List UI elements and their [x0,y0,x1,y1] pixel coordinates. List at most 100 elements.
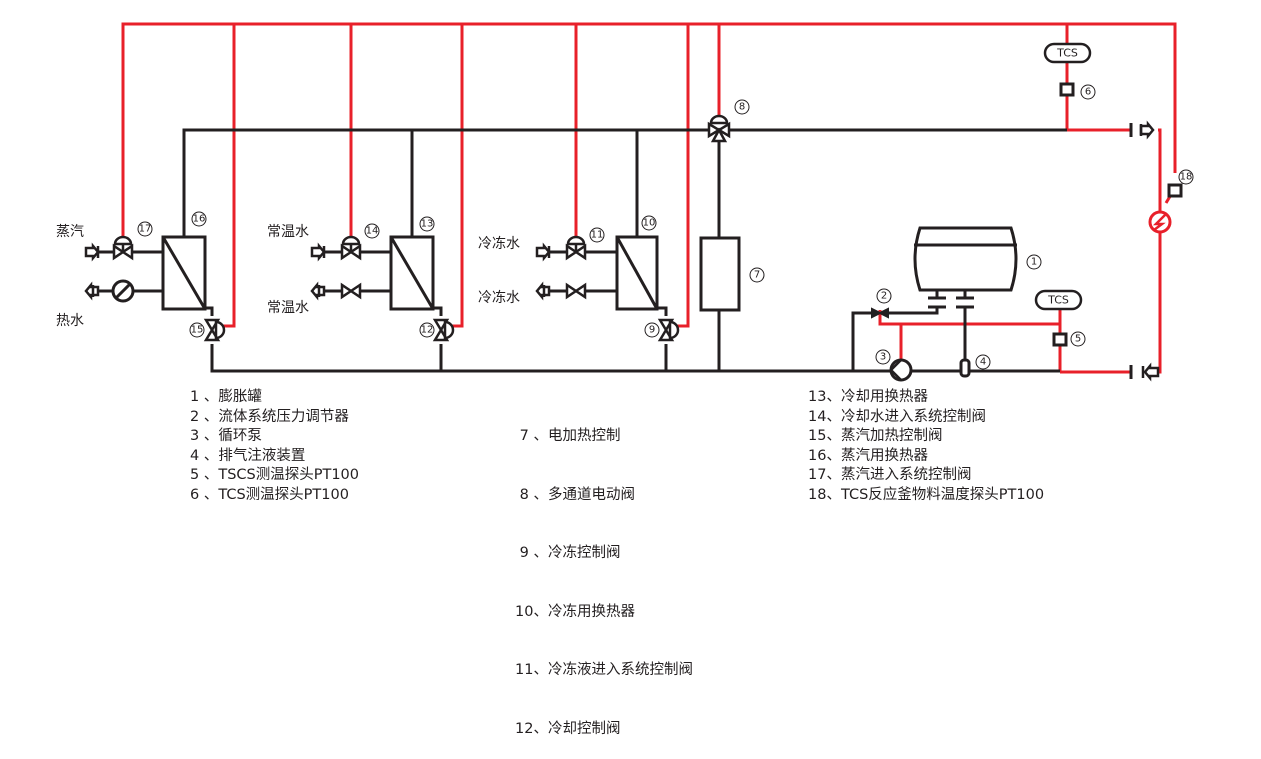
temp-probe-6 [1059,82,1075,97]
svg-text:12: 12 [421,325,434,336]
control-valve-14 [340,235,362,260]
return-header [210,344,1060,373]
svg-text:6: 6 [1085,87,1091,98]
legend-item: 16、蒸汽用换热器 [808,447,928,464]
process-diagram: TCS TCS 蒸汽 热水 常温水 常温水 冷冻水 冷冻水 1 2 3 4 5 … [56,22,1194,382]
callout-11: 11 [589,227,605,243]
normal-water-inlet-icon [310,244,326,260]
svg-text:1: 1 [1031,257,1037,268]
supply-header [182,128,1067,237]
legend-item: 1 、膨胀罐 [190,389,262,405]
circulation-pump-3 [889,358,913,382]
chilled-water-inlet-icon [535,244,551,260]
normal-water-outlet-icon [310,283,326,299]
signal-line-9 [675,24,690,328]
svg-text:3: 3 [880,352,886,363]
sensor-18-element [1148,210,1172,234]
legend-item: 2 、流体系统压力调节器 [190,408,349,425]
legend-item: 17、蒸汽进入系统控制阀 [808,467,972,483]
heat-exchanger-13 [389,235,435,311]
chilled-water-outlet-icon [535,283,551,299]
label-normal-water-in: 常温水 [267,224,309,240]
legend-item: 8 、多通道电动阀 [515,486,635,503]
svg-text:15: 15 [191,325,204,336]
vent-fill-device-4 [959,358,971,378]
legend-item: 5 、TSCS测温探头PT100 [190,467,360,483]
legend-item: 15、蒸汽加热控制阀 [808,428,943,444]
callout-8: 8 [734,99,750,115]
temp-probe-18 [1167,183,1183,198]
svg-text:9: 9 [649,325,655,336]
legend-item: 12、冷却控制阀 [515,720,621,737]
signal-lines [121,22,1177,374]
legend-item: 10、冷冻用换热器 [515,603,635,620]
steam-inlet-icon [84,244,100,260]
callouts: 1 2 3 4 5 6 7 8 9 10 11 12 13 14 15 16 1… [137,84,1194,370]
svg-text:10: 10 [643,218,656,229]
callout-13: 13 [419,216,435,232]
callout-5: 5 [1070,331,1086,347]
electric-heater-7 [699,236,741,312]
svg-text:14: 14 [366,226,379,237]
svg-text:18: 18 [1180,172,1193,183]
pipes [92,128,1067,373]
legend-item: 4 、排气注液装置 [190,447,306,464]
temp-probe-5 [1052,332,1068,347]
svg-text:TCS: TCS [1047,294,1069,307]
svg-text:16: 16 [193,214,206,225]
legend-column-1: 1 、膨胀罐 2 、流体系统压力调节器 3 、循环泵 4 、排气注液装置 5 、… [190,388,359,505]
control-valve-11 [565,235,587,260]
legend-item: 11、冷冻液进入系统控制阀 [515,662,693,678]
label-chilled-water-in: 冷冻水 [478,235,520,252]
svg-text:13: 13 [421,219,434,230]
svg-text:17: 17 [139,224,152,235]
reactor-outlet-top [1129,120,1155,140]
hot-water-outlet-icon [84,283,100,299]
expansion-tank-1 [913,226,1018,292]
signal-line-2 [878,310,1060,326]
control-valve-9 [658,318,680,342]
legend-item: 18、TCS反应釜物料温度探头PT100 [808,486,1045,503]
label-steam: 蒸汽 [56,224,84,240]
callout-2: 2 [876,288,892,304]
hot-water-meter-icon [111,279,135,303]
legend-item: 14、冷却水进入系统控制阀 [808,408,986,425]
legend-item: 6 、TCS测温探头PT100 [190,486,349,503]
svg-text:2: 2 [881,291,887,302]
callout-15: 15 [189,322,205,338]
svg-text:8: 8 [739,102,745,113]
callout-14: 14 [364,223,380,239]
svg-text:TCS: TCS [1056,47,1078,60]
heat-exchanger-16 [161,235,207,311]
legend-column-3: 13、冷却用换热器 14、冷却水进入系统控制阀 15、蒸汽加热控制阀 16、蒸汽… [808,388,1044,505]
callout-9: 9 [644,322,660,338]
legend-item: 3 、循环泵 [190,428,262,444]
control-valve-17 [112,235,134,260]
callout-1: 1 [1026,254,1042,270]
manual-valve-normal-water-out [340,283,362,299]
pressure-regulator-2 [871,307,889,319]
callout-10: 10 [641,215,657,231]
callout-18: 18 [1178,169,1194,185]
signal-line-12 [449,24,464,328]
signal-line-15 [220,24,236,328]
control-valve-15 [204,318,226,342]
multi-channel-valve-8 [707,114,731,143]
svg-text:4: 4 [980,357,986,368]
svg-text:11: 11 [591,230,604,241]
reactor-inlet-bottom [1129,362,1160,382]
label-normal-water-out: 常温水 [267,300,309,316]
heat-exchanger-10 [615,235,659,311]
legend-item: 7 、电加热控制 [515,428,621,444]
legend-item: 13、冷却用换热器 [808,389,928,405]
legend-column-2: 7 、电加热控制 8 、多通道电动阀 9 、冷冻控制阀 10、冷冻用换热器 11… [515,388,693,759]
return-line-right [1158,128,1162,374]
label-hot-water: 热水 [56,313,84,329]
callout-6: 6 [1080,84,1096,100]
callout-3: 3 [875,349,891,365]
callout-4: 4 [975,354,991,370]
tcs-controller-bottom: TCS [1034,289,1083,311]
legend-item: 9 、冷冻控制阀 [515,545,621,561]
callout-17: 17 [137,221,153,237]
svg-text:7: 7 [754,270,760,281]
